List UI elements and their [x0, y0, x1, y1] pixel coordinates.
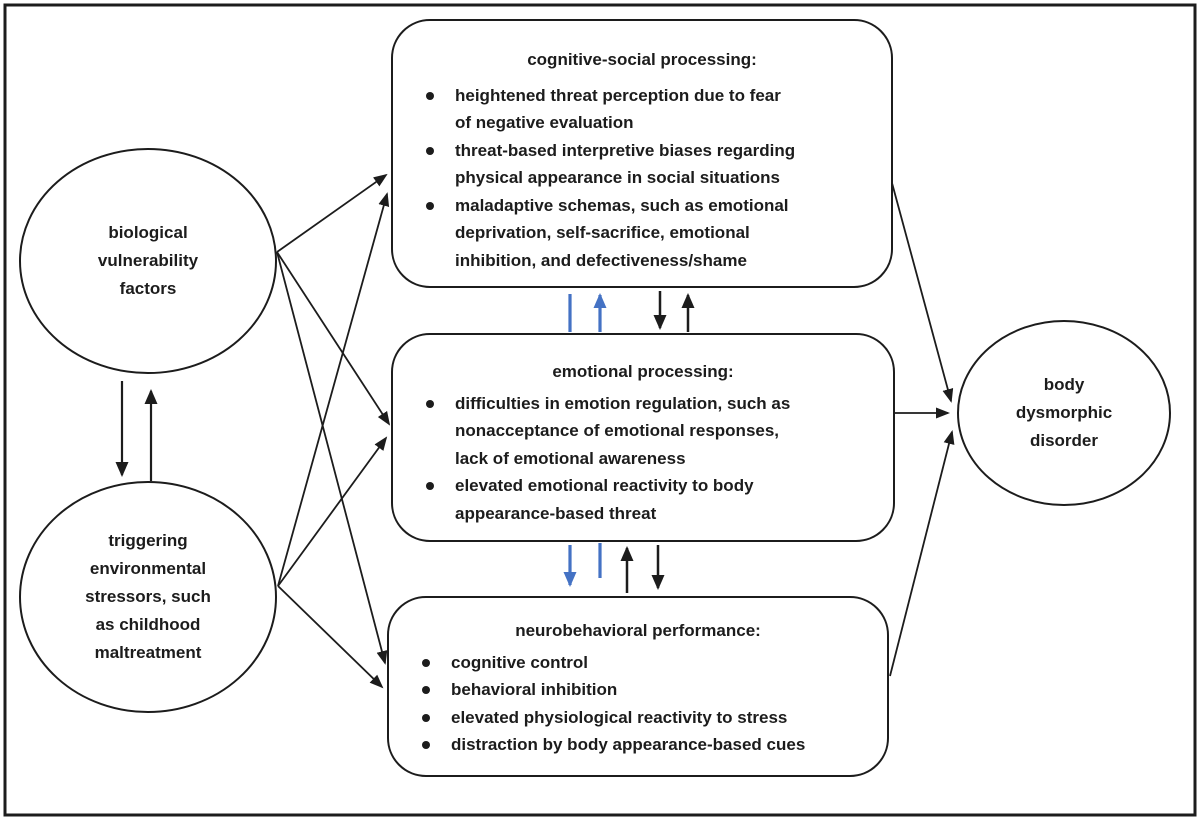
neurobehavioral-box [387, 596, 889, 777]
biological-vulnerability-circle [19, 148, 277, 374]
bullet-line: distraction by body appearance-based cue… [451, 735, 806, 754]
bullet-line: appearance-based threat [455, 503, 657, 523]
label-line: body [1043, 375, 1085, 394]
bullet-line: deprivation, self-sacrifice, emotional [455, 223, 750, 242]
label-line: biological [108, 223, 188, 242]
bullet-line: inhibition, and defectiveness/shame [455, 250, 747, 270]
cognitive-social-box [391, 19, 893, 288]
box-neurobehavioral: neurobehavioral performance: cognitive c… [388, 597, 888, 759]
circle-label-biological: biological vulnerability factors [20, 149, 276, 373]
label-line: dysmorphic [1015, 403, 1113, 422]
bullet-line: maladaptive schemas, such as emotional [455, 195, 789, 215]
bullet-line: nonacceptance of emotional responses, [455, 421, 780, 440]
label-line: vulnerability [97, 251, 199, 270]
outer-border [3, 3, 1197, 817]
bullet-item: behavioral inhibition [388, 676, 888, 704]
bullet-line: difficulties in emotion regulation, such… [455, 393, 791, 413]
bullet-line: physical appearance in social situations [455, 168, 781, 187]
bullet-item: elevated physiological reactivity to str… [388, 704, 888, 732]
bullet-list: cognitive control behavioral inhibition … [388, 649, 888, 759]
bullet-item: elevated emotional reactivity to body ap… [392, 472, 894, 527]
environmental-stressors-circle [19, 481, 277, 713]
body-dysmorphic-disorder-circle [957, 320, 1171, 506]
label-line: disorder [1029, 431, 1099, 450]
bullet-list: difficulties in emotion regulation, such… [392, 390, 894, 528]
arrow-env-to-neurobehavioral [277, 585, 384, 689]
bullet-line: elevated physiological reactivity to str… [451, 707, 788, 727]
bullet-item: threat-based interpretive biases regardi… [392, 137, 892, 192]
bullet-line: heightened threat perception due to fear [455, 85, 781, 105]
bullet-line: behavioral inhibition [451, 680, 618, 699]
label-line: stressors, such [85, 587, 211, 606]
bullet-item: heightened threat perception due to fear… [392, 82, 892, 137]
circle-label-environmental: triggering environmental stressors, such… [20, 482, 276, 712]
arrow-bio-to-neurobehavioral [276, 251, 388, 665]
arrow-bio-to-emotional [276, 251, 391, 426]
bullet-item: cognitive control [388, 649, 888, 677]
arrow-env-to-emotional [277, 436, 388, 587]
label-line: as childhood [95, 615, 201, 634]
box-emotional-processing: emotional processing: difficulties in em… [392, 334, 894, 527]
bullet-line: of negative evaluation [455, 113, 634, 132]
box-title: neurobehavioral performance: [515, 621, 761, 640]
box-title: cognitive-social processing: [527, 50, 757, 69]
arrow-cognitive-to-bdd [891, 182, 954, 403]
emotional-processing-box [391, 333, 895, 542]
arrow-env-to-cognitive [277, 192, 390, 587]
bullet-line: cognitive control [451, 652, 588, 672]
bullet-item: distraction by body appearance-based cue… [388, 731, 888, 759]
bullet-list: heightened threat perception due to fear… [392, 82, 892, 275]
circle-label-bdd: body dysmorphic disorder [958, 321, 1170, 505]
label-line: maltreatment [94, 643, 202, 662]
bullet-item: difficulties in emotion regulation, such… [392, 390, 894, 473]
arrow-bio-to-cognitive [276, 173, 388, 253]
box-cognitive-social: cognitive-social processing: heightened … [392, 20, 892, 274]
arrow-neurobehavioral-to-bdd [889, 430, 955, 677]
label-line: environmental [89, 559, 207, 578]
bullet-line: elevated emotional reactivity to body [455, 476, 754, 495]
box-title: emotional processing: [552, 362, 734, 381]
label-line: factors [119, 279, 177, 298]
bullet-line: threat-based interpretive biases regardi… [455, 140, 796, 160]
bullet-item: maladaptive schemas, such as emotional d… [392, 192, 892, 275]
label-line: triggering [108, 531, 188, 550]
bullet-line: lack of emotional awareness [455, 448, 686, 468]
